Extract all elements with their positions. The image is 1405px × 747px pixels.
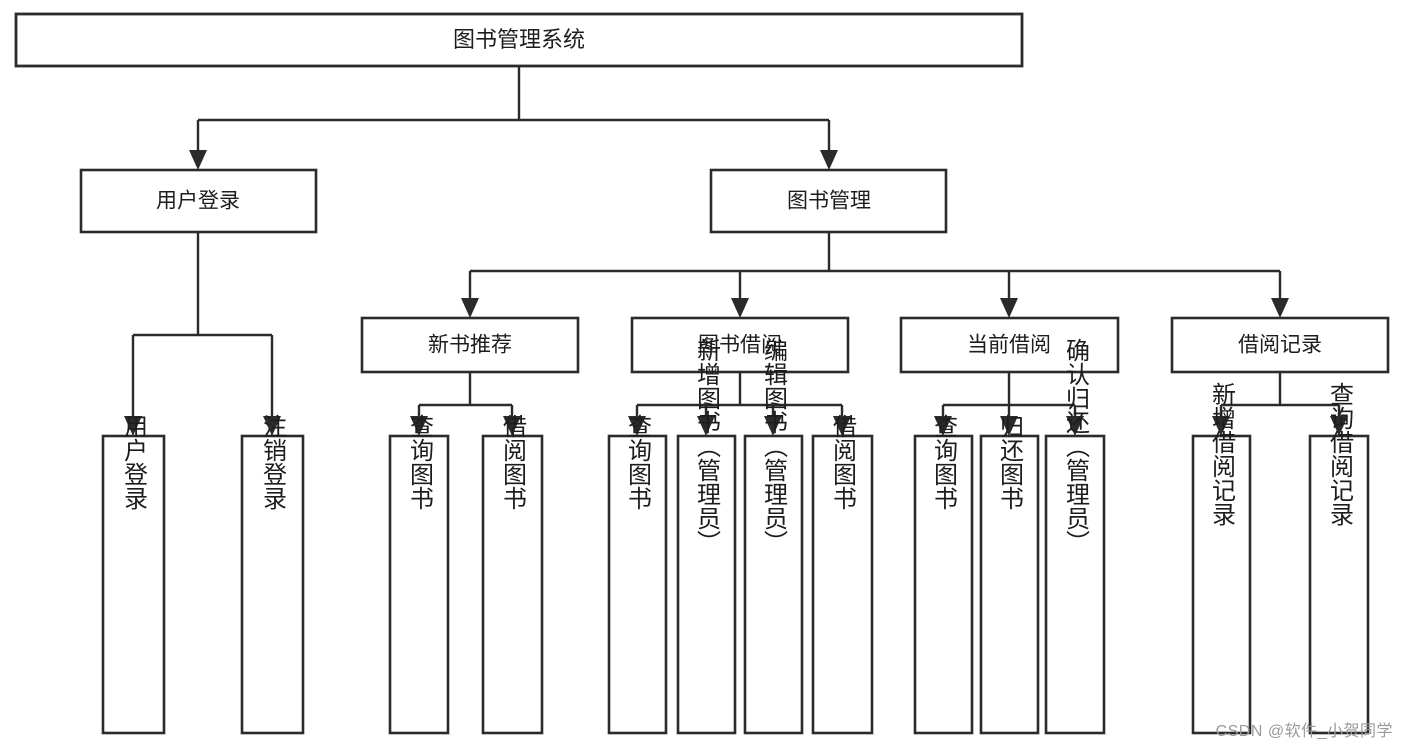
connector-layer xyxy=(124,66,1348,436)
connector-book-manage-bus xyxy=(468,232,1282,300)
node-leaf-edit-book[interactable]: 编辑图书（管理员） xyxy=(743,338,804,735)
arrowhead-leaf-query-book-1 xyxy=(410,416,428,436)
node-leaf-borrow-book-2[interactable]: 借阅图书 xyxy=(811,414,874,735)
leaf-return-book-box[interactable] xyxy=(979,434,1040,735)
borrow-record-box[interactable] xyxy=(1170,316,1390,374)
node-leaf-add-book[interactable]: 新增图书（管理员） xyxy=(676,338,737,735)
connector-borrow-record-bus xyxy=(1219,372,1341,418)
leaf-query-book-3-box[interactable] xyxy=(913,434,974,735)
node-borrow-record[interactable]: 借阅记录 xyxy=(1170,316,1390,374)
connector-book-borrow-bus xyxy=(635,372,844,418)
leaf-logout-login-label: 注销登录 xyxy=(259,414,287,510)
leaf-borrow-book-2-box[interactable] xyxy=(811,434,874,735)
leaf-add-record-box[interactable] xyxy=(1191,434,1252,735)
leaf-query-record-box[interactable] xyxy=(1308,434,1370,735)
root-label: 图书管理系统 xyxy=(453,27,585,52)
leaf-edit-book-label: 编辑图书（管理员） xyxy=(760,338,788,554)
arrowhead-leaf-query-book-2 xyxy=(628,416,646,436)
node-book-borrow[interactable]: 图书借阅 xyxy=(630,316,850,374)
user-login-label: 用户登录 xyxy=(156,190,240,213)
connector-user-login-bus xyxy=(131,232,274,418)
node-leaf-query-record[interactable]: 查询借阅记录 xyxy=(1308,382,1370,735)
root-box[interactable] xyxy=(14,12,1024,68)
node-user-login[interactable]: 用户登录 xyxy=(79,168,318,234)
arrowhead-leaf-confirm-return xyxy=(1066,416,1084,436)
arrowhead-leaf-logout-login xyxy=(263,416,281,436)
node-leaf-query-book-2[interactable]: 查询图书 xyxy=(607,414,668,735)
node-leaf-query-book-3[interactable]: 查询图书 xyxy=(913,414,974,735)
node-leaf-logout-login[interactable]: 注销登录 xyxy=(240,414,305,735)
leaf-add-record-label: 新增借阅记录 xyxy=(1208,382,1236,526)
book-manage-box[interactable] xyxy=(709,168,948,234)
arrowhead-leaf-user-login xyxy=(124,416,142,436)
arrowhead-book-manage xyxy=(820,150,838,170)
leaf-query-book-3-label: 查询图书 xyxy=(930,414,958,510)
arrowhead-new-book-recommend xyxy=(461,298,479,318)
new-book-recommend-box[interactable] xyxy=(360,316,580,374)
node-leaf-confirm-return[interactable]: 确认归还（管理员） xyxy=(1044,338,1106,735)
book-borrow-label: 图书借阅 xyxy=(698,334,782,357)
leaf-add-book-label: 新增图书（管理员） xyxy=(693,338,721,554)
connector-root-bus xyxy=(196,66,831,152)
csdn-watermark: CSDN @软件_小贺同学 xyxy=(1215,723,1393,740)
leaf-query-book-1-box[interactable] xyxy=(388,434,450,735)
borrow-record-label: 借阅记录 xyxy=(1238,334,1322,357)
arrowhead-leaf-add-book xyxy=(697,416,715,436)
leaf-user-login-label: 用户登录 xyxy=(120,414,148,510)
node-current-borrow[interactable]: 当前借阅 xyxy=(899,316,1120,374)
arrowhead-leaf-borrow-book-2 xyxy=(833,416,851,436)
arrowhead-leaf-add-record xyxy=(1212,416,1230,436)
node-leaf-borrow-book-1[interactable]: 借阅图书 xyxy=(481,414,544,735)
arrowhead-leaf-return-book xyxy=(1000,416,1018,436)
arrowhead-leaf-query-book-3 xyxy=(934,416,952,436)
leaf-confirm-return-label: 确认归还（管理员） xyxy=(1062,338,1090,554)
arrowhead-leaf-edit-book xyxy=(764,416,782,436)
node-leaf-user-login[interactable]: 用户登录 xyxy=(101,414,166,735)
arrowhead-leaf-query-record xyxy=(1330,416,1348,436)
leaf-borrow-book-1-box[interactable] xyxy=(481,434,544,735)
leaf-return-book-label: 归还图书 xyxy=(996,414,1024,510)
book-borrow-box[interactable] xyxy=(630,316,850,374)
new-book-recommend-label: 新书推荐 xyxy=(428,334,512,357)
arrowhead-leaf-borrow-book-1 xyxy=(503,416,521,436)
leaf-edit-book-box[interactable] xyxy=(743,434,804,735)
node-new-book-recommend[interactable]: 新书推荐 xyxy=(360,316,580,374)
connector-new-book-recommend-bus xyxy=(417,372,514,418)
leaf-add-book-box[interactable] xyxy=(676,434,737,735)
current-borrow-label: 当前借阅 xyxy=(967,334,1051,357)
leaf-query-book-2-box[interactable] xyxy=(607,434,668,735)
node-leaf-query-book-1[interactable]: 查询图书 xyxy=(388,414,450,735)
leaf-query-book-2-label: 查询图书 xyxy=(624,414,652,510)
node-book-manage[interactable]: 图书管理 xyxy=(709,168,948,234)
node-root[interactable]: 图书管理系统 xyxy=(14,12,1024,68)
leaf-query-record-label: 查询借阅记录 xyxy=(1326,382,1354,526)
arrowhead-current-borrow xyxy=(1000,298,1018,318)
arrowhead-book-borrow xyxy=(731,298,749,318)
leaf-logout-login-box[interactable] xyxy=(240,434,305,735)
node-leaf-add-record[interactable]: 新增借阅记录 xyxy=(1191,382,1252,735)
leaf-query-book-1-label: 查询图书 xyxy=(406,414,434,510)
arrowhead-borrow-record xyxy=(1271,298,1289,318)
leaf-borrow-book-1-label: 借阅图书 xyxy=(499,414,527,510)
node-leaf-return-book[interactable]: 归还图书 xyxy=(979,414,1040,735)
leaf-confirm-return-box[interactable] xyxy=(1044,434,1106,735)
user-login-box[interactable] xyxy=(79,168,318,234)
connector-current-borrow-bus xyxy=(941,372,1077,418)
arrowhead-user-login xyxy=(189,150,207,170)
book-manage-label: 图书管理 xyxy=(787,190,871,213)
leaf-user-login-box[interactable] xyxy=(101,434,166,735)
leaf-borrow-book-2-label: 借阅图书 xyxy=(829,414,857,510)
current-borrow-box[interactable] xyxy=(899,316,1120,374)
